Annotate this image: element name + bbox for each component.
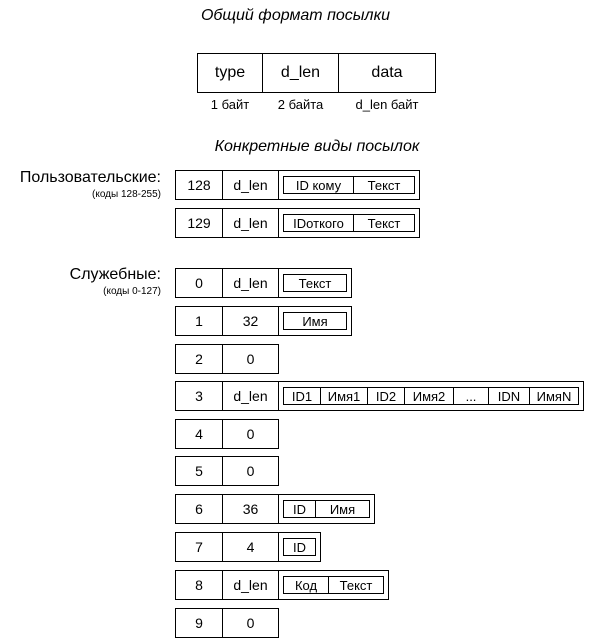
packet-dlen-cell: d_len <box>222 170 279 200</box>
packet-data-field: Имя2 <box>404 387 454 405</box>
packet-data-frame <box>278 381 584 411</box>
packet-data-field: Текст <box>283 274 347 292</box>
packet-data-field: ID <box>283 500 316 518</box>
field-data-box: data <box>338 53 436 93</box>
packet-data-field: IDN <box>488 387 530 405</box>
packet-data-field: Имя1 <box>320 387 368 405</box>
packet-data-frame <box>278 170 420 200</box>
packet-type-cell: 7 <box>175 532 223 562</box>
packet-data-field: ИмяN <box>529 387 579 405</box>
packet-type-cell: 2 <box>175 344 223 374</box>
user-group-codes: (коды 128-255) <box>92 189 161 200</box>
size-type-caption: 1 байт <box>210 97 250 112</box>
packet-type-cell: 6 <box>175 494 223 524</box>
packet-dlen-cell: 0 <box>222 344 279 374</box>
size-dlen-caption: 2 байта <box>277 97 324 112</box>
packet-type-cell: 9 <box>175 608 223 638</box>
packet-type-cell: 4 <box>175 419 223 449</box>
packet-type-cell: 8 <box>175 570 223 600</box>
packet-dlen-cell: d_len <box>222 570 279 600</box>
packet-data-field: ID2 <box>367 387 405 405</box>
packet-data-field: Имя <box>283 312 347 330</box>
packet-data-field: Текст <box>328 576 384 594</box>
packet-data-field: ID <box>283 538 316 556</box>
packet-data-frame <box>278 208 420 238</box>
packet-data-field: Имя <box>315 500 370 518</box>
specific-types-title: Конкретные виды посылок <box>214 138 420 155</box>
packet-dlen-cell: d_len <box>222 208 279 238</box>
packet-dlen-cell: 36 <box>222 494 279 524</box>
packet-type-cell: 1 <box>175 306 223 336</box>
service-group-codes: (коды 0-127) <box>103 286 161 297</box>
packet-type-cell: 5 <box>175 456 223 486</box>
packet-data-frame <box>278 570 389 600</box>
field-type-box: type <box>197 53 263 93</box>
packet-data-field: Код <box>283 576 329 594</box>
packet-type-cell: 0 <box>175 268 223 298</box>
packet-data-frame <box>278 532 321 562</box>
service-group-label: Служебные: <box>69 266 161 283</box>
field-dlen-box: d_len <box>262 53 339 93</box>
packet-dlen-cell: 0 <box>222 419 279 449</box>
size-data-caption: d_len байт <box>355 97 419 112</box>
packet-data-field: ... <box>453 387 489 405</box>
packet-dlen-cell: d_len <box>222 381 279 411</box>
packet-data-field: ID1 <box>283 387 321 405</box>
packet-type-cell: 3 <box>175 381 223 411</box>
packet-data-field: IDоткого <box>283 214 354 232</box>
packet-dlen-cell: 4 <box>222 532 279 562</box>
packet-data-field: ID кому <box>283 176 354 194</box>
user-group-label: Пользовательские: <box>19 169 161 186</box>
packet-type-cell: 129 <box>175 208 223 238</box>
packet-dlen-cell: 0 <box>222 608 279 638</box>
packet-type-cell: 128 <box>175 170 223 200</box>
packet-data-field: Текст <box>353 214 415 232</box>
packet-dlen-cell: 32 <box>222 306 279 336</box>
packet-data-frame <box>278 494 375 524</box>
packet-data-field: Текст <box>353 176 415 194</box>
packet-dlen-cell: d_len <box>222 268 279 298</box>
general-format-title: Общий формат посылки <box>200 7 391 24</box>
packet-data-frame <box>278 268 352 298</box>
packet-dlen-cell: 0 <box>222 456 279 486</box>
packet-data-frame <box>278 306 352 336</box>
